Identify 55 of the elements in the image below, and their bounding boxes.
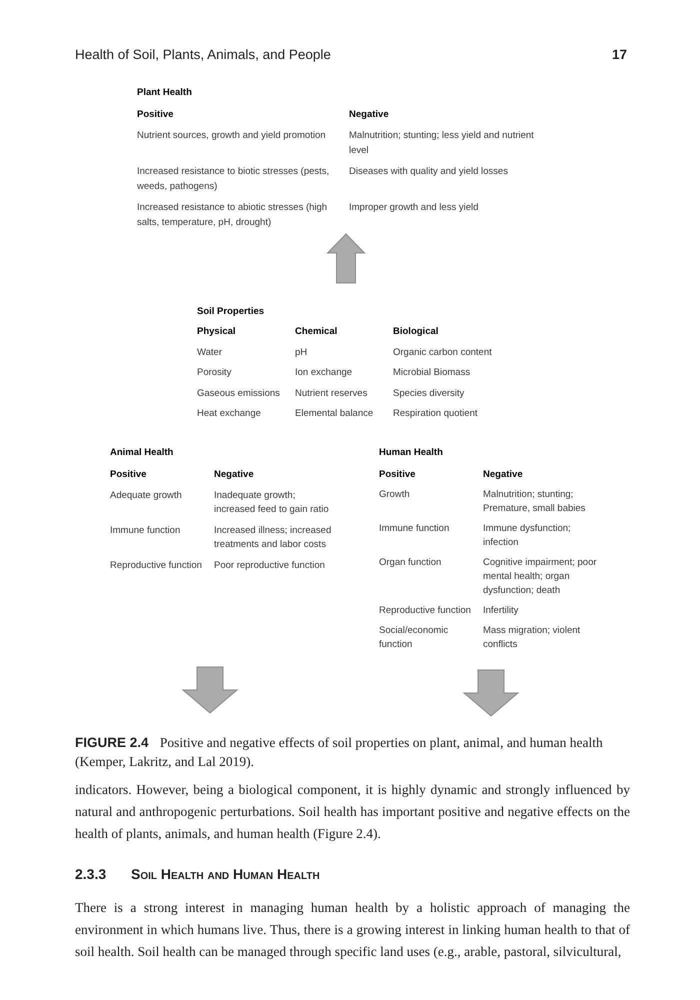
negative-effect: Cognitive impairment; poor mental health; organ dysfunction; death — [483, 557, 597, 596]
positive-effect: Adequate growth — [110, 490, 182, 501]
property-name: Nutrient reserves — [295, 388, 368, 398]
property-name: Ion exchange — [295, 367, 352, 378]
body-paragraph: indicators. However, being a biological component, it is highly dynamic and strongly influenced by natural and anthropogenic perturbations. Soil health has important positive and negative effects on the health of plants, animals, and human health (Figure 2.4). — [75, 781, 630, 843]
negative-effect: Malnutrition; stunting; Premature, small babies — [483, 489, 586, 514]
table-heading: Human Health — [379, 446, 444, 460]
column-heading: Biological — [393, 326, 438, 337]
table-heading: Soil Properties — [197, 305, 266, 319]
positive-effect: Nutrient sources, growth and yield promotion — [137, 130, 326, 141]
column-heading: Positive — [137, 109, 174, 120]
block-arrow — [326, 233, 366, 284]
positive-effect: Organ function — [379, 557, 442, 568]
property-name: Elemental balance — [295, 408, 374, 419]
column-heading: Positive — [110, 469, 146, 480]
negative-effect: Immune dysfunction; infection — [483, 523, 571, 548]
column-heading: Negative — [214, 469, 254, 480]
figure-caption: FIGURE 2.4 Positive and negative effects of soil properties on plant, animal, and human health (Kemper, Lakritz, and Lal 2019). — [75, 734, 604, 771]
property-name: Gaseous emissions — [197, 388, 280, 398]
positive-effect: Reproductive function — [379, 605, 471, 616]
column-heading: Negative — [483, 469, 523, 480]
property-name: Porosity — [197, 367, 232, 378]
page-number: 17 — [612, 46, 627, 64]
table-heading: Plant Health — [137, 86, 193, 100]
property-name: Heat exchange — [197, 408, 261, 419]
negative-effect: Improper growth and less yield — [349, 202, 478, 213]
section-heading: Soil Health and Human Health — [131, 865, 320, 884]
body-paragraph: There is a strong interest in managing human health by a holistic approach of managing the environment in which humans live. Thus, there is a growing interest in linking human health to that of soil health. Soil health can be managed through specific land uses (e.g., arable, pastoral, silvicultural, — [75, 899, 630, 961]
positive-effect: Increased resistance to abiotic stresses (high salts, temperature, pH, drought) — [137, 202, 328, 228]
positive-effect: Growth — [379, 489, 410, 500]
column-heading: Physical — [197, 326, 236, 337]
table-heading: Animal Health — [110, 446, 174, 460]
section-number: 2.3.3 — [75, 865, 106, 884]
positive-effect: Immune function — [110, 525, 180, 536]
property-name: Water — [197, 346, 222, 358]
negative-effect: Malnutrition; stunting; less yield and nutrient level — [349, 130, 534, 156]
negative-effect: Diseases with quality and yield losses — [349, 166, 508, 177]
positive-effect: Increased resistance to biotic stresses (pests, weeds, pathogens) — [137, 166, 330, 192]
negative-effect: Mass migration; violent conflicts — [483, 625, 580, 650]
property-name: Respiration quotient — [393, 408, 478, 419]
positive-effect: Reproductive function — [110, 560, 202, 571]
negative-effect: Increased illness; increased treatments and labor costs — [214, 525, 332, 550]
property-name: Organic carbon content — [393, 346, 492, 358]
column-heading: Chemical — [295, 326, 338, 337]
property-name: Species diversity — [393, 388, 464, 398]
negative-effect: Poor reproductive function — [214, 560, 325, 571]
running-head: Health of Soil, Plants, Animals, and People — [75, 46, 331, 64]
property-name: Microbial Biomass — [393, 367, 470, 378]
positive-effect: Social/economic function — [379, 625, 448, 650]
column-heading: Positive — [379, 469, 416, 480]
negative-effect: Inadequate growth; increased feed to gain ratio — [214, 490, 329, 515]
column-heading: Negative — [349, 109, 389, 120]
negative-effect: Infertility — [483, 605, 518, 616]
positive-effect: Immune function — [379, 523, 450, 534]
property-name: pH — [295, 346, 308, 358]
